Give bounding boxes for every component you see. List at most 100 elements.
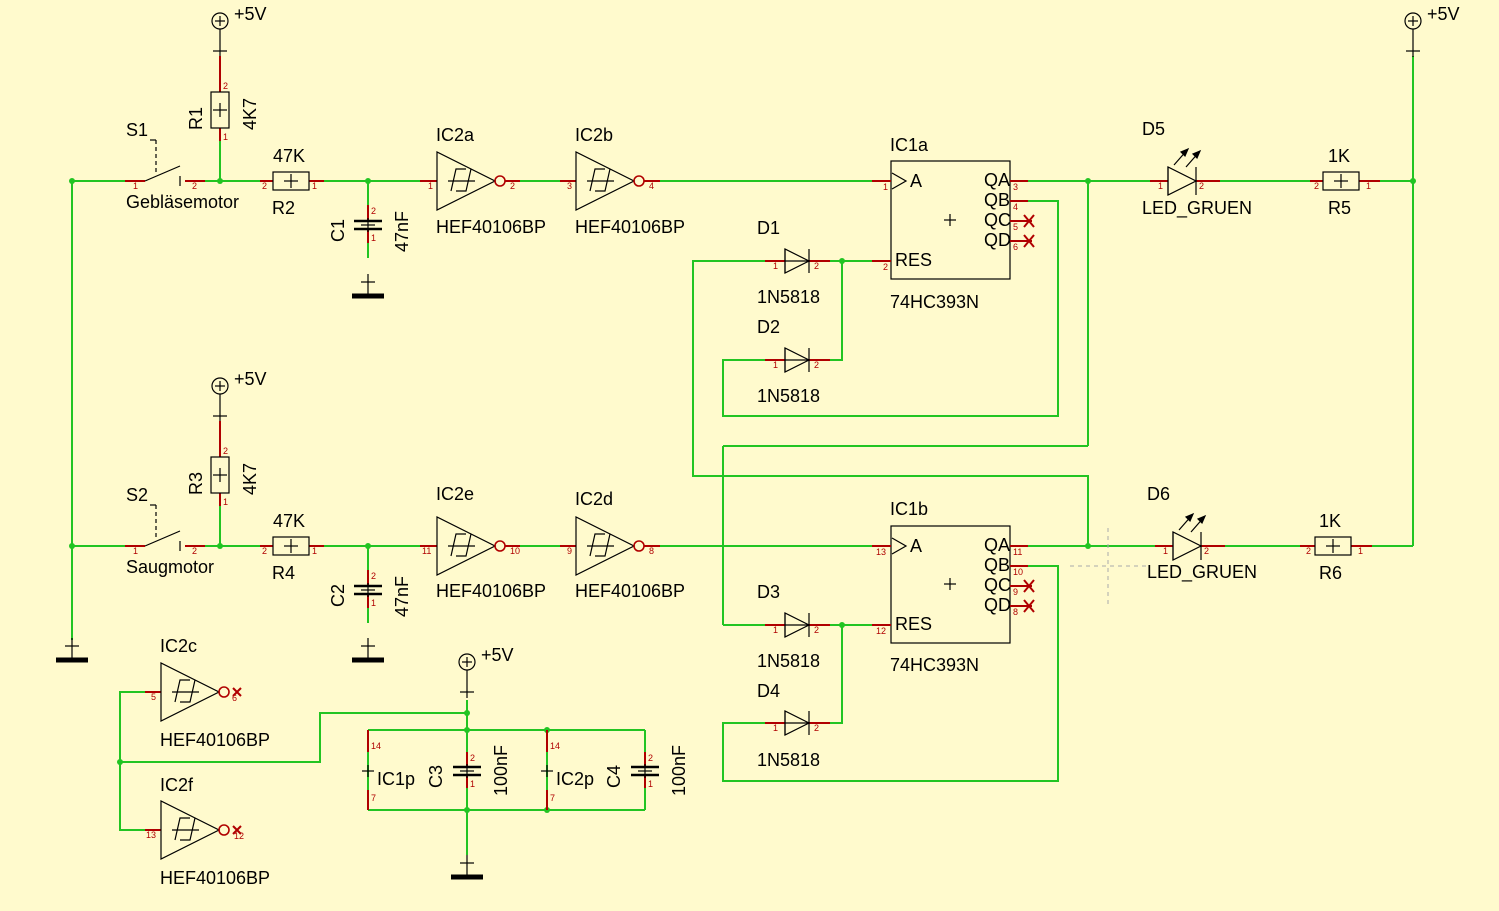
- pin-label: RES: [895, 614, 932, 634]
- junctions: [69, 178, 1416, 813]
- component-ref: IC1b: [890, 499, 928, 519]
- component-value: LED_GRUEN: [1142, 198, 1252, 219]
- pin-number: 2: [814, 360, 819, 370]
- component-ref: D6: [1147, 484, 1170, 504]
- pin-number: 6: [232, 693, 237, 703]
- component-ref: R6: [1319, 563, 1342, 583]
- pin-number: 11: [1013, 547, 1022, 557]
- component-value: 1K: [1328, 146, 1350, 166]
- diode-d3[interactable]: 1 2 D3 1N5818: [757, 582, 830, 671]
- counter-ic1a[interactable]: A RES QA QB QC QD 1 2 3 4 5 6 IC1a 74HC3…: [872, 135, 1035, 312]
- component-value: HEF40106BP: [436, 581, 546, 601]
- capacitor-c1[interactable]: 2 1 C1 47nF: [328, 205, 412, 252]
- component-ref: IC2b: [575, 125, 613, 145]
- led-d6[interactable]: 1 2 D6 LED_GRUEN: [1147, 484, 1257, 583]
- switch-s2[interactable]: 1 2 S2 Saugmotor: [125, 485, 214, 577]
- pin-number: 1: [773, 625, 778, 635]
- pin-number: 2: [814, 261, 819, 271]
- inverter-ic2e[interactable]: 11 10 IC2e HEF40106BP: [420, 484, 546, 601]
- component-value: 74HC393N: [890, 655, 979, 675]
- pin-label: QC: [984, 575, 1011, 595]
- pin-number: 1: [648, 779, 653, 789]
- pin-number: 6: [1013, 242, 1018, 252]
- component-ref: R1: [186, 107, 206, 130]
- pin-number: 1: [1358, 546, 1363, 556]
- diode-d1[interactable]: 1 2 D1 1N5818: [757, 218, 830, 307]
- component-ref: S2: [126, 485, 148, 505]
- vcc-label: +5V: [234, 4, 267, 24]
- diode-d4[interactable]: 1 2 D4 1N5818: [757, 681, 830, 770]
- pin-number: 3: [1013, 182, 1018, 192]
- component-ref: IC1p: [377, 769, 415, 789]
- pin-number: 2: [814, 723, 819, 733]
- component-ref: D2: [757, 317, 780, 337]
- resistor-r5[interactable]: 2 1 1K R5: [1310, 146, 1380, 218]
- component-value: 47nF: [392, 211, 412, 252]
- pin-label: QD: [984, 595, 1011, 615]
- pin-number: 1: [428, 181, 433, 191]
- supply-ic1p[interactable]: 14 7 IC1p: [362, 730, 415, 810]
- pin-number: 11: [422, 546, 431, 556]
- pin-number: 1: [133, 181, 138, 191]
- pin-number: 14: [371, 741, 381, 751]
- pin-number: 1: [223, 132, 228, 142]
- inverter-ic2d[interactable]: 9 8 IC2d HEF40106BP: [560, 489, 685, 601]
- capacitor-c3[interactable]: 2 1 C3 100nF: [426, 745, 511, 796]
- component-ref: IC1a: [890, 135, 929, 155]
- counter-ic1b[interactable]: A RES QA QB QC QD 13 12 11 10 9 8 IC1b 7…: [872, 499, 1035, 675]
- pin-number: 1: [371, 598, 376, 608]
- cursor-crosshair: [1070, 528, 1150, 605]
- pin-number: 2: [223, 446, 228, 456]
- pin-number: 2: [192, 546, 197, 556]
- pin-number: 9: [567, 546, 572, 556]
- led-d5[interactable]: 1 2 D5 LED_GRUEN: [1142, 119, 1252, 219]
- inverter-ic2b[interactable]: 3 4 IC2b HEF40106BP: [560, 125, 685, 237]
- resistor-r3[interactable]: 2 1 R3 4K7: [186, 421, 260, 507]
- resistor-r4[interactable]: 2 1 47K R4: [260, 511, 324, 583]
- pin-number: 1: [371, 233, 376, 243]
- pin-number: 2: [262, 546, 267, 556]
- pin-number: 1: [773, 723, 778, 733]
- diode-d2[interactable]: 1 2 D2 1N5818: [757, 317, 830, 406]
- vcc-label: +5V: [481, 645, 514, 665]
- ground-symbol-supply: [451, 855, 483, 877]
- resistor-r2[interactable]: 2 1 47K R2: [260, 146, 324, 218]
- inverter-ic2c[interactable]: 5 6 IC2c HEF40106BP: [145, 636, 270, 750]
- resistor-r1[interactable]: 2 1 R1 4K7: [186, 56, 260, 142]
- component-value: 1N5818: [757, 386, 820, 406]
- inverter-ic2f[interactable]: 13 12 IC2f HEF40106BP: [145, 775, 270, 888]
- pin-label: QC: [984, 210, 1011, 230]
- pin-number: 8: [649, 546, 654, 556]
- pin-number: 13: [876, 547, 886, 557]
- switch-s1[interactable]: 1 2 S1 Gebläsemotor: [125, 120, 239, 212]
- component-value: LED_GRUEN: [1147, 562, 1257, 583]
- component-ref: IC2a: [436, 125, 475, 145]
- pin-number: 1: [133, 546, 138, 556]
- ground-symbol-c1: [352, 274, 384, 296]
- pin-number: 1: [312, 546, 317, 556]
- pin-number: 1: [470, 779, 475, 789]
- inverter-ic2a[interactable]: 1 2 IC2a HEF40106BP: [420, 125, 546, 237]
- power-symbol-r3: +5V: [211, 369, 267, 423]
- component-ref: R4: [272, 563, 295, 583]
- component-ref: C1: [328, 219, 348, 242]
- component-ref: D5: [1142, 119, 1165, 139]
- resistor-r6[interactable]: 2 1 1K R6: [1300, 511, 1372, 583]
- pin-label: RES: [895, 250, 932, 270]
- pin-label: A: [910, 536, 922, 556]
- component-ref: IC2c: [160, 636, 197, 656]
- component-ref: C4: [604, 765, 624, 788]
- capacitor-c4[interactable]: 2 1 C4 100nF: [604, 745, 689, 796]
- pin-number: 1: [883, 182, 888, 192]
- capacitor-c2[interactable]: 2 1 C2 47nF: [328, 570, 412, 617]
- pin-number: 2: [883, 262, 888, 272]
- pin-number: 10: [1013, 567, 1023, 577]
- component-ref: D1: [757, 218, 780, 238]
- pin-number: 1: [223, 497, 228, 507]
- pin-number: 5: [1013, 222, 1018, 232]
- supply-ic2p[interactable]: 14 7 IC2p: [541, 730, 594, 810]
- power-symbol-r1: +5V: [211, 4, 267, 58]
- pin-number: 2: [223, 81, 228, 91]
- pin-number: 13: [146, 830, 156, 840]
- pin-label: QB: [984, 555, 1010, 575]
